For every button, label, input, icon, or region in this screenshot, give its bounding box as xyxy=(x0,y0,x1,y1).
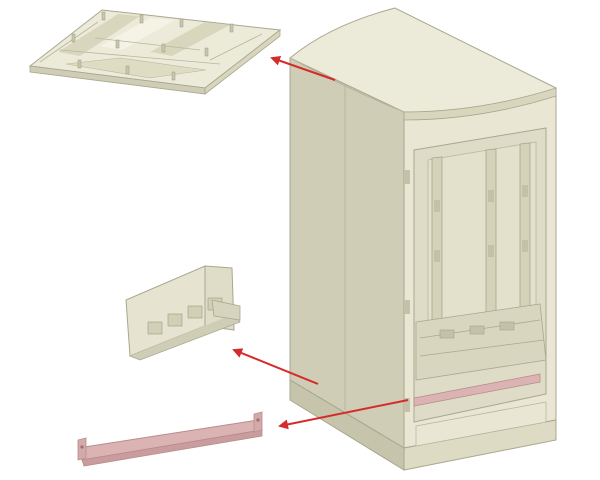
arrows xyxy=(232,55,409,430)
roof-panel xyxy=(28,9,282,95)
arrow-to-roof-panel xyxy=(270,55,336,81)
cable-gland-bracket xyxy=(125,265,241,361)
arrow-to-base-mounting-rail xyxy=(278,399,409,430)
arrow-to-cable-gland-bracket xyxy=(232,348,319,385)
base-mounting-rail xyxy=(77,411,263,467)
mounted-base-rail xyxy=(413,373,541,407)
cabinet-enclosure xyxy=(289,7,557,471)
